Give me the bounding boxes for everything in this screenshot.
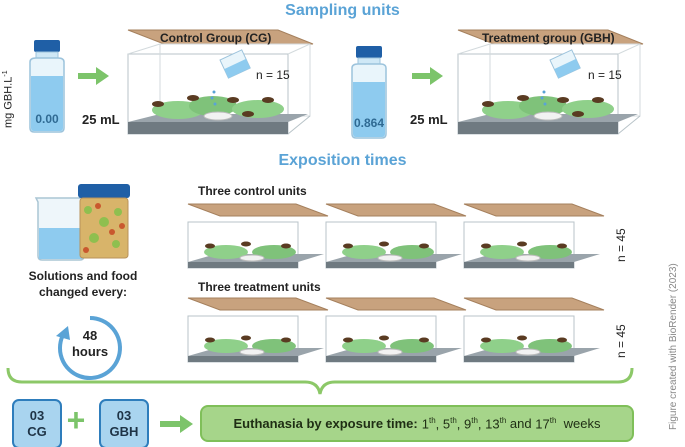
treatment-unit-tank: [187, 297, 329, 363]
cycle-hours-value: 48: [82, 328, 98, 343]
week-17: 17th: [535, 415, 557, 432]
gbh-badge-count: 03: [116, 408, 132, 423]
food-change-caption-line1: Solutions and food: [28, 269, 138, 283]
treatment-solution-bottle-icon: [351, 46, 387, 139]
week-9: 9th,: [464, 415, 486, 432]
weeks-word: weeks: [563, 416, 601, 431]
and-word: and: [509, 416, 532, 431]
treatment-units-row-label: Three treatment units: [198, 280, 321, 294]
biorender-credit: Figure created with BioRender (2023): [668, 263, 679, 430]
treatment-unit-tank: [325, 297, 467, 363]
control-units-row-label: Three control units: [198, 184, 307, 198]
euthanasia-label: Euthanasia by exposure time:: [233, 416, 418, 431]
food-change-caption-line2: changed every:: [38, 285, 128, 299]
treatment-volume-label: 25 mL: [410, 112, 448, 127]
control-concentration-value: 0.00: [35, 112, 59, 126]
treatment-sample-size: n = 15: [588, 68, 622, 82]
cycle-arrow-icon: [56, 316, 122, 380]
cg-badge-label: CG: [27, 424, 47, 439]
control-units-sample-size: n = 45: [614, 228, 628, 262]
arrow-right-icon: [160, 415, 193, 433]
cg-badge-count: 03: [29, 408, 45, 423]
grouping-brace: [6, 367, 634, 395]
treatment-units-sample-size: n = 45: [614, 324, 628, 358]
euthanasia-schedule-box: Euthanasia by exposure time: 1th, 5th, 9…: [200, 405, 634, 442]
treatment-group-lid-label: Treatment group (GBH): [482, 31, 615, 45]
control-group-tank: [127, 29, 314, 135]
sampling-units-title: Sampling units: [285, 2, 400, 19]
control-sample-size: n = 15: [256, 68, 290, 82]
treatment-unit-tank: [463, 297, 605, 363]
week-1: 1th,: [421, 415, 443, 432]
control-group-lid-label: Control Group (CG): [160, 31, 272, 45]
treatment-concentration-value: 0.864: [353, 116, 385, 130]
beaker-and-food-jar-icon: [34, 184, 130, 261]
concentration-unit-label: mg GBH.L-1: [2, 70, 15, 128]
arrow-right-icon: [78, 67, 109, 85]
cycle-hours-unit: hours: [71, 344, 109, 359]
control-unit-tank: [325, 203, 467, 269]
control-solution-bottle-icon: [29, 40, 65, 133]
control-unit-tank: [463, 203, 605, 269]
gbh-badge-label: GBH: [109, 424, 139, 439]
gbh-count-badge: 03 GBH: [99, 399, 149, 447]
exposition-times-title: Exposition times: [278, 152, 407, 169]
arrow-right-icon: [412, 67, 443, 85]
control-volume-label: 25 mL: [82, 112, 120, 127]
cg-count-badge: 03 CG: [12, 399, 62, 447]
treatment-group-tank: [457, 29, 644, 135]
week-5: 5th,: [442, 415, 465, 432]
week-13: 13th: [485, 415, 507, 432]
plus-sign: +: [66, 402, 86, 438]
control-unit-tank: [187, 203, 329, 269]
